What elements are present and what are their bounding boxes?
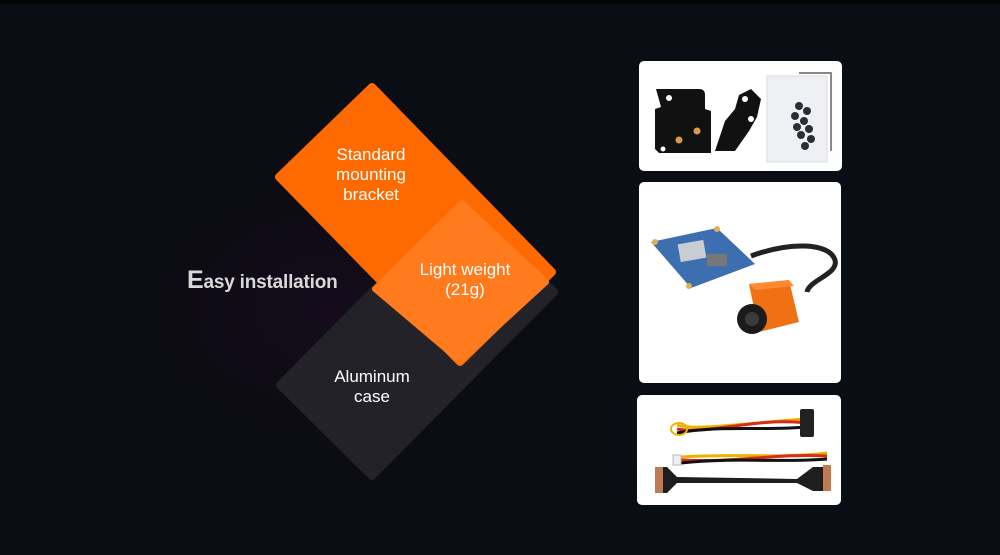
product-image-cables — [637, 395, 841, 505]
easy-installation-heading: Easy installation — [187, 266, 338, 295]
label-line: Light weight — [419, 260, 511, 279]
heading-initial: E — [187, 266, 204, 294]
product-image-bracket — [639, 61, 842, 171]
aluminum-case-label: Aluminum case — [334, 367, 410, 407]
mounting-bracket-label: Standard mounting bracket — [336, 145, 406, 205]
bracket-illustration — [655, 72, 832, 163]
cables-illustration — [655, 409, 831, 493]
heading-rest: asy installation — [203, 272, 338, 293]
label-line: case — [354, 387, 390, 406]
label-line: Aluminum — [334, 367, 410, 386]
light-weight-label: Light weight (21g) — [420, 260, 511, 300]
top-strip — [0, 0, 1000, 4]
light-weight-tile — [372, 200, 549, 364]
label-line: (21g) — [445, 280, 485, 299]
label-line: bracket — [343, 185, 399, 204]
label-line: mounting — [336, 165, 406, 184]
product-image-camera — [639, 182, 841, 383]
camera-illustration — [651, 226, 838, 334]
label-line: Standard — [336, 145, 406, 164]
